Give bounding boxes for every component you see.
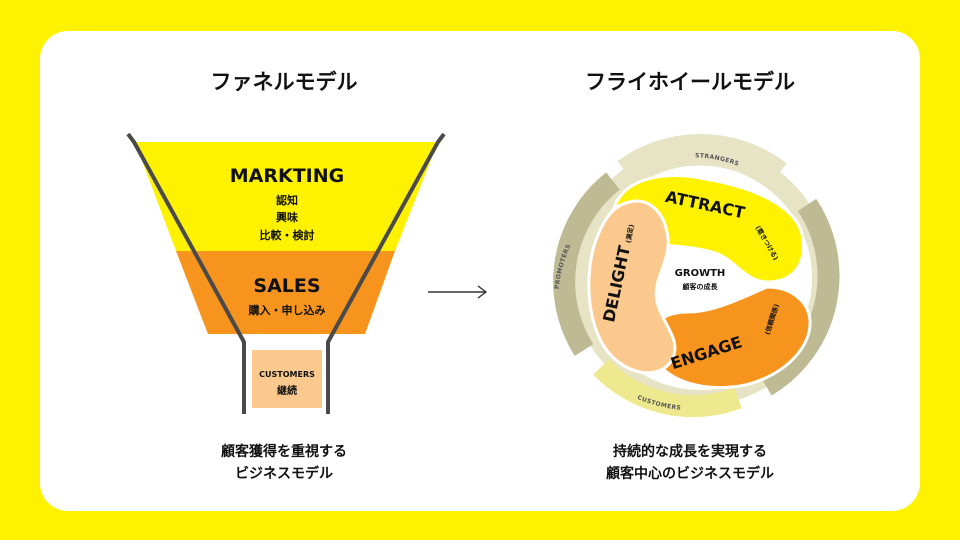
marketing-label: MARKTING bbox=[230, 165, 345, 187]
funnel-title: ファネルモデル bbox=[211, 70, 358, 94]
ring-segment-right bbox=[760, 198, 840, 396]
delight-segment bbox=[587, 199, 677, 375]
funnel-diagram bbox=[126, 132, 446, 414]
center-title: GROWTH bbox=[675, 268, 726, 279]
funnel-customers-section bbox=[252, 350, 322, 408]
funnel-sales-section bbox=[176, 251, 395, 334]
flywheel-caption-line-1: 持続的な成長を実現する bbox=[613, 443, 767, 460]
funnel-caption-line-2: ビジネスモデル bbox=[235, 465, 333, 482]
funnel-outline-right bbox=[326, 132, 446, 414]
funnel-caption-line-1: 顧客獲得を重視する bbox=[221, 443, 347, 460]
center-subtitle: 顧客の成長 bbox=[683, 282, 719, 291]
ring-segment-customers bbox=[593, 359, 742, 418]
flywheel-title: フライホイールモデル bbox=[585, 70, 795, 94]
ring-segment-promoters bbox=[553, 172, 620, 356]
marketing-line-3: 比較・検討 bbox=[260, 228, 315, 242]
funnel-outline-left bbox=[126, 132, 246, 414]
engage-segment bbox=[649, 285, 812, 389]
funnel-marketing-section bbox=[135, 142, 438, 251]
ring-segment-strangers bbox=[617, 134, 787, 181]
delight-sublabel: (満足) bbox=[623, 223, 635, 243]
marketing-line-2: 興味 bbox=[276, 210, 298, 224]
sales-line-1: 購入・申し込み bbox=[248, 303, 326, 317]
sales-label: SALES bbox=[253, 275, 320, 297]
customers-line-1: 継続 bbox=[277, 384, 297, 397]
flywheel-diagram bbox=[553, 134, 840, 418]
flywheel-caption-line-2: 顧客中心のビジネスモデル bbox=[606, 465, 774, 482]
customers-label: CUSTOMERS bbox=[259, 370, 315, 379]
marketing-line-1: 認知 bbox=[276, 193, 298, 207]
right-arrow-icon bbox=[428, 285, 488, 299]
